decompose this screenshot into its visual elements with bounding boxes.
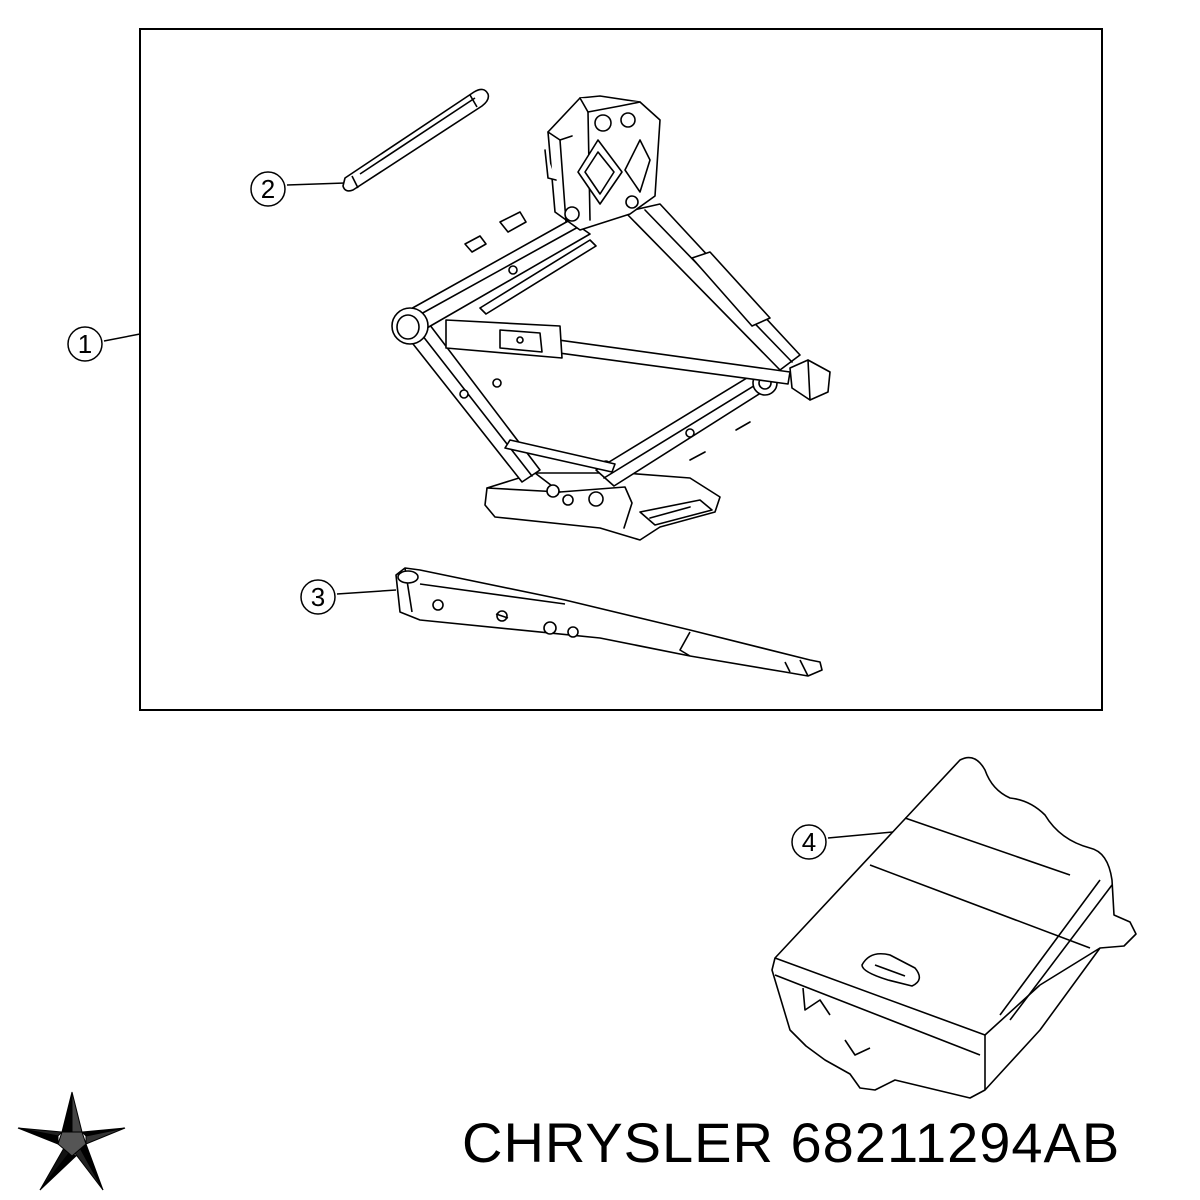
callout-2-label: 2 bbox=[261, 174, 275, 204]
callout-3-label: 3 bbox=[311, 582, 325, 612]
lug-wrench-drawing bbox=[395, 567, 823, 677]
callout-1-label: 1 bbox=[78, 329, 92, 359]
callout-2: 2 bbox=[250, 171, 346, 207]
part-caption: CHRYSLER 68211294AB bbox=[462, 1108, 1192, 1178]
callout-1: 1 bbox=[67, 326, 141, 362]
callout-4-label: 4 bbox=[802, 827, 816, 857]
callout-3: 3 bbox=[300, 579, 397, 615]
brand-name: CHRYSLER bbox=[462, 1111, 774, 1174]
callout-1-circle bbox=[67, 326, 103, 362]
callout-4: 4 bbox=[791, 824, 894, 860]
jack-handle-extension-drawing bbox=[342, 88, 490, 192]
callout-3-circle bbox=[300, 579, 336, 615]
scissor-jack-drawing bbox=[391, 95, 831, 541]
wheel-chock-drawing bbox=[771, 756, 1137, 1099]
callout-4-circle bbox=[791, 824, 827, 860]
part-number: 68211294AB bbox=[790, 1111, 1121, 1174]
chrysler-pentastar-icon bbox=[17, 1091, 126, 1191]
kit-frame bbox=[139, 28, 1103, 711]
callout-2-circle bbox=[250, 171, 286, 207]
